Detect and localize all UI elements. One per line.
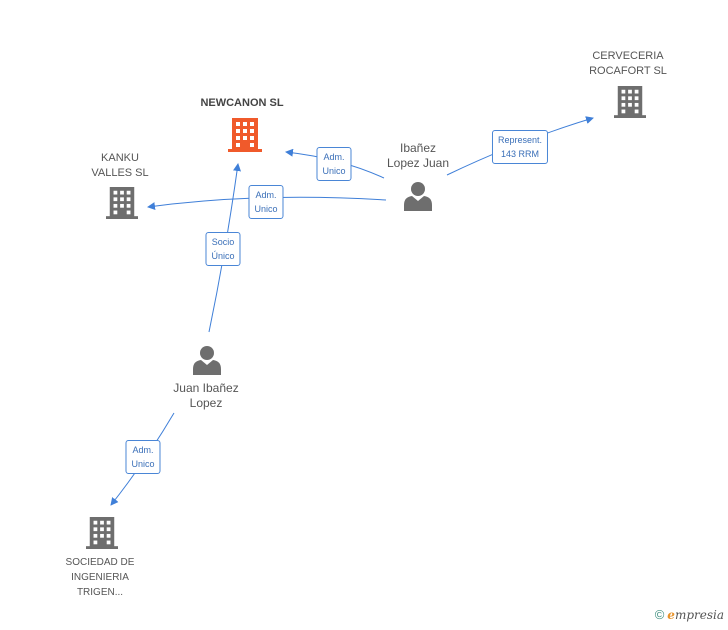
node-label-newcanon: NEWCANON SL <box>200 97 284 109</box>
node-label-ibanez-lopez-juan: Ibañez Lopez Juan <box>386 141 450 170</box>
building-icon[interactable] <box>228 117 262 153</box>
copyright-icon: © <box>654 607 665 622</box>
edge-label-represent[interactable]: Represent. 143 RRM <box>491 130 549 164</box>
edge-label-adm-newcanon[interactable]: Adm. Unico <box>316 147 352 181</box>
node-label-kanku: KANKU VALLES SL <box>91 152 149 179</box>
node-label-juan-ibanez-lopez: Juan Ibañez Lopez <box>173 381 239 410</box>
building-icon[interactable] <box>106 185 138 221</box>
building-icon[interactable] <box>86 515 118 551</box>
node-label-sociedad: SOCIEDAD DE INGENIERIA TRIGEN... <box>65 557 135 598</box>
person-icon[interactable] <box>403 181 433 211</box>
person-icon[interactable] <box>192 345 222 375</box>
node-label-cerveceria: CERVECERIA ROCAFORT SL <box>589 50 667 77</box>
edge-label-socio[interactable]: Socio Único <box>205 232 241 266</box>
edge-label-adm-kanku[interactable]: Adm. Unico <box>248 185 284 219</box>
footer-brand[interactable]: © empresia <box>655 607 724 622</box>
building-icon[interactable] <box>614 84 646 120</box>
edge-label-adm-sociedad[interactable]: Adm. Unico <box>125 440 161 474</box>
brand-logo: empresia <box>667 607 724 622</box>
